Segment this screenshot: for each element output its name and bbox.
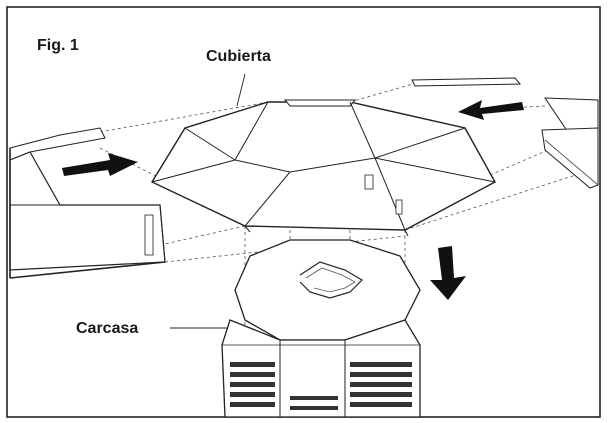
arrow-left-icon [458, 100, 524, 120]
arrow-right-icon [62, 153, 138, 176]
housing-part [221, 239, 421, 418]
housing-label: Carcasa [76, 320, 138, 337]
cover-leader [236, 73, 246, 107]
arrows [62, 100, 524, 300]
right-cover-panel [411, 77, 599, 189]
cover-part [150, 99, 496, 237]
cover-label: Cubierta [206, 48, 271, 65]
left-cover-panel [9, 127, 166, 279]
figure-label: Fig. 1 [37, 37, 79, 54]
arrow-down-icon [430, 246, 466, 300]
